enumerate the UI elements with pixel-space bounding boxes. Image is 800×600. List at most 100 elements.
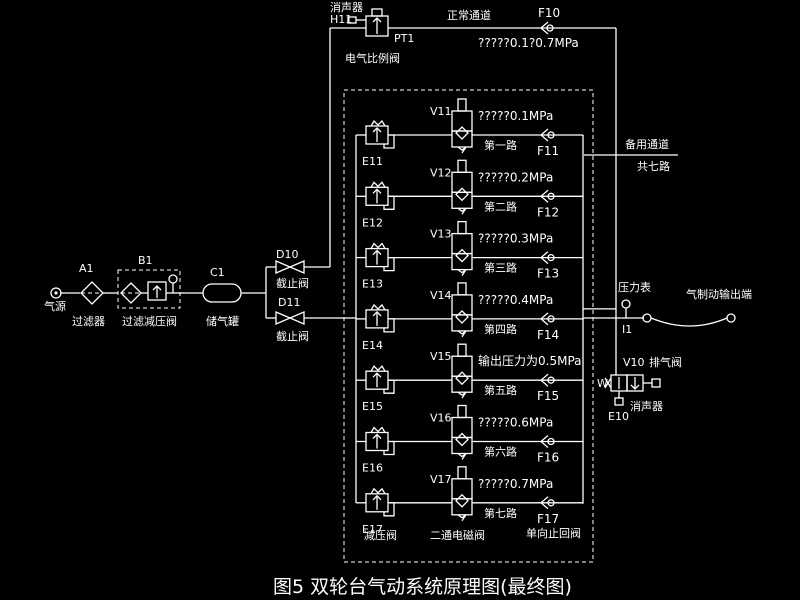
branch-route-label: 第四路 — [484, 322, 517, 336]
solenoid-valve-upper — [451, 416, 473, 439]
stop-valve-d10-symbol — [275, 27, 366, 274]
check-valve-ball — [547, 253, 555, 262]
check-valve-ball — [547, 376, 555, 384]
stop-valve-d11-label: 截止阀 — [276, 329, 309, 343]
pressure-reducer-id: E14 — [362, 339, 383, 352]
branch-pressure-label: ?????0.1MPa — [478, 109, 553, 123]
collector-line — [584, 28, 678, 375]
pressure-range-label: ?????0.1?0.7MPa — [478, 36, 579, 50]
check-valve-symbol — [540, 373, 549, 387]
solenoid-valve-upper — [451, 171, 473, 193]
reducer-pilot-line — [383, 502, 395, 517]
reducer-arrow-head — [372, 494, 382, 501]
reducer-pilot-line — [383, 195, 395, 210]
pressure-reducer-id: E11 — [362, 155, 383, 168]
branch-pressure-label: ?????0.2MPa — [478, 170, 553, 184]
solenoid-column-label: 二通电磁阀 — [430, 528, 485, 542]
check-valve-symbol — [540, 312, 549, 326]
branch-pressure-label: ?????0.7MPa — [478, 477, 553, 491]
check-valve-ball — [547, 499, 555, 507]
branches-frame — [343, 89, 594, 563]
solenoid-valve-upper — [451, 355, 473, 377]
check-valve-ball — [547, 192, 555, 200]
solenoid-valve-id: V17 — [430, 473, 452, 486]
reducer-spring — [370, 119, 386, 127]
reducer-spring — [370, 365, 386, 372]
solenoid-valve-id: V11 — [430, 105, 452, 118]
check-valve-symbol — [540, 435, 549, 448]
pressure-reducer-id: E15 — [362, 400, 383, 413]
pressure-gauge-label: 压力表 — [618, 280, 651, 294]
pressure-reducer-id: E17 — [362, 523, 383, 536]
reducer-pilot-line — [383, 379, 395, 394]
solenoid-spring — [457, 514, 467, 522]
reducer-column-label: 减压阀 — [364, 528, 397, 542]
stop-valve-d10-label: 截止阀 — [276, 276, 309, 290]
solenoid-spring — [457, 330, 467, 338]
filter-id: A1 — [79, 262, 94, 275]
reducer-spring — [370, 303, 386, 311]
gas-source-symbol — [50, 287, 62, 299]
solenoid-valve-lower — [451, 436, 473, 455]
solenoid-spring — [457, 269, 467, 276]
check-valve-id: F11 — [537, 144, 559, 158]
branch-route-label: 第一路 — [484, 138, 517, 152]
solenoid-spring — [457, 146, 467, 154]
solenoid-valve-id: V16 — [430, 412, 452, 425]
proportional-valve-label: 电气比例阀 — [345, 51, 400, 65]
exhaust-valve-symbol — [604, 374, 661, 406]
reducer-pilot-line — [383, 256, 395, 272]
check-valve-id: F13 — [537, 267, 559, 281]
solenoid-spring — [457, 452, 467, 460]
branch-route-label: 第三路 — [484, 261, 517, 275]
filter-reducer-symbol — [117, 269, 181, 309]
solenoid-valve-lower — [451, 130, 473, 148]
check-valve-id: F16 — [537, 451, 559, 465]
check-valve-f10-id: F10 — [538, 6, 560, 20]
check-valve-f10-symbol — [540, 21, 554, 35]
solenoid-valve-id: V13 — [430, 228, 452, 241]
output-label: 气制动输出端 — [686, 287, 752, 301]
reducer-arrow-head — [372, 310, 382, 317]
reducer-spring — [370, 242, 386, 249]
gas-source-label: 气源 — [44, 299, 66, 313]
stop-valve-d10-id: D10 — [276, 248, 298, 261]
reducer-pilot-line — [383, 318, 395, 333]
check-valve-symbol — [540, 496, 549, 510]
seven-way-label: 共七路 — [637, 160, 670, 173]
solenoid-coil — [457, 282, 467, 296]
backup-channel-label: 备用通道 — [625, 137, 669, 151]
branch-route-label: 第二路 — [484, 199, 517, 213]
supply-line — [60, 266, 276, 319]
check-valve-id: F12 — [537, 205, 559, 219]
reducer-spring — [370, 487, 386, 495]
branch-pressure-label: ?????0.3MPa — [478, 232, 553, 246]
solenoid-valve-lower — [451, 314, 473, 332]
exhaust-valve-side-mark: W — [597, 377, 608, 390]
branch-pressure-label: 输出压力为0.5MPa — [478, 353, 582, 368]
solenoid-valve-upper — [451, 232, 473, 255]
solenoid-valve-upper — [451, 294, 473, 316]
stop-valve-d11-id: D11 — [278, 296, 300, 309]
check-valve-id: F17 — [537, 512, 559, 526]
solenoid-valve-lower — [451, 191, 473, 209]
solenoid-valve-lower — [451, 498, 473, 516]
branch-route-label: 第六路 — [484, 445, 517, 459]
pressure-reducer-id: E13 — [362, 278, 383, 291]
solenoid-coil — [457, 343, 467, 357]
solenoid-valve-seat — [455, 309, 469, 324]
reducer-arrow-head — [372, 188, 382, 194]
solenoid-valve-lower — [451, 252, 473, 271]
solenoid-valve-upper — [451, 110, 473, 132]
normal-channel-label: 正常通道 — [447, 8, 491, 22]
solenoid-coil — [457, 404, 467, 419]
branch-route-label: 第五路 — [484, 383, 517, 397]
reducer-arrow-head — [372, 372, 382, 378]
check-valve-symbol — [540, 189, 549, 203]
solenoid-spring — [457, 391, 467, 399]
solenoid-valve-seat — [455, 187, 469, 202]
solenoid-valve-seat — [455, 371, 469, 386]
filter-label: 过滤器 — [72, 315, 105, 328]
